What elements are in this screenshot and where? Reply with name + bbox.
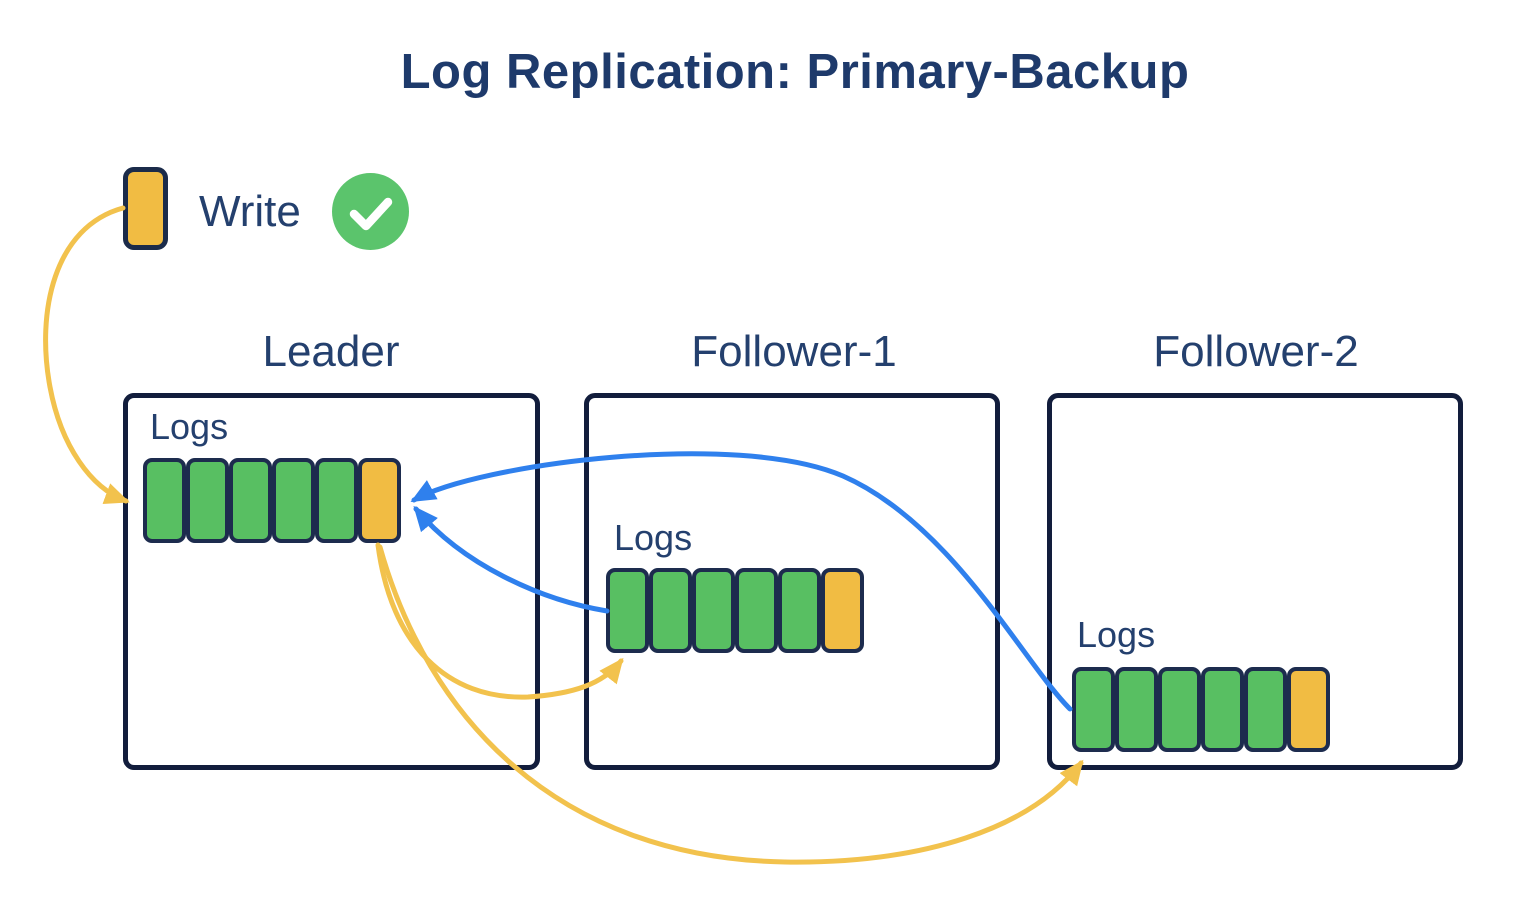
node-box-leader: Logs [123,393,540,770]
write-entry-shape [123,167,168,250]
write-label: Write [199,187,301,236]
node-label-leader: Leader [262,327,400,376]
log-cell-yellow [821,568,864,653]
log-cell-green [229,458,272,543]
log-cell-green [186,458,229,543]
node-box-follower-1: Logs [584,393,1000,770]
node-label-follower-1: Follower-1 [691,327,897,376]
node-box-follower-2: Logs [1047,393,1463,770]
log-cell-green [778,568,821,653]
log-cell-green [1201,667,1244,752]
log-cell-green [1158,667,1201,752]
log-cell-green [735,568,778,653]
log-row-follower-2 [1072,667,1330,752]
node-label-follower-2: Follower-2 [1153,327,1359,376]
log-row-follower-1 [606,568,864,653]
log-row-leader [143,458,401,543]
log-cell-green [143,458,186,543]
log-cell-green [606,568,649,653]
log-cell-green [1072,667,1115,752]
log-cell-green [272,458,315,543]
diagram-title: Log Replication: Primary-Backup [400,45,1190,99]
checkmark-icon [349,197,393,231]
logs-label-follower-2: Logs [1077,614,1156,655]
log-cell-green [1115,667,1158,752]
log-cell-green [1244,667,1287,752]
logs-label-follower-1: Logs [614,517,693,558]
log-cell-green [649,568,692,653]
check-circle-icon [332,173,409,250]
log-cell-green [692,568,735,653]
logs-label-leader: Logs [150,406,229,447]
log-cell-yellow [1287,667,1330,752]
log-cell-green [315,458,358,543]
arrow-write-to-leader [43,205,130,504]
log-cell-yellow [358,458,401,543]
